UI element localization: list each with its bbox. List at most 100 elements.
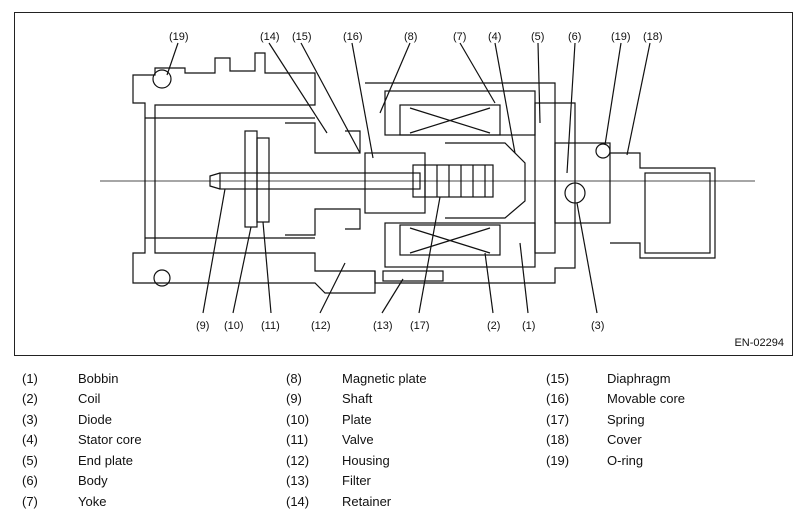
- connector: [644, 172, 711, 254]
- legend-label: Shaft: [342, 391, 373, 407]
- callout-top-2: (14): [260, 31, 280, 43]
- legend-number: (11): [286, 432, 309, 448]
- legend-number: (6): [22, 473, 38, 489]
- legend-column-2: (8) Magnetic plate (9) Shaft (10) Plate (11…: [286, 368, 427, 512]
- legend-number: (4): [22, 432, 38, 448]
- legend-item: (1) Bobbin: [22, 368, 142, 389]
- magnetic-plate-upper: [384, 90, 536, 136]
- legend-label: Magnetic plate: [342, 370, 427, 386]
- retainer: [285, 122, 361, 154]
- legend-label: Bobbin: [78, 370, 119, 386]
- legend-label: Yoke: [78, 493, 107, 509]
- magnetic-plate-lower: [384, 222, 536, 268]
- legend-number: (8): [286, 370, 302, 386]
- legend-item: (13) Filter: [286, 471, 427, 492]
- valve: [256, 137, 270, 223]
- legend-item: (19) O-ring: [546, 450, 685, 471]
- yoke: [365, 82, 576, 284]
- plate: [244, 130, 258, 228]
- callout-bottom-8: (1): [522, 320, 535, 332]
- callout-top-9: (6): [568, 31, 581, 43]
- legend-column-1: (1) Bobbin (2) Coil (3) Diode (4) Stator cor…: [22, 368, 142, 512]
- callout-bottom-3: (11): [261, 320, 280, 332]
- legend-number: (14): [286, 493, 310, 509]
- spring: [412, 164, 494, 198]
- callout-bottom-1: (9): [196, 320, 209, 332]
- legend-item: (7) Yoke: [22, 491, 142, 512]
- legend-label: End plate: [78, 452, 133, 468]
- callout-bottom-7: (2): [487, 320, 500, 332]
- legend-item: (4) Stator core: [22, 430, 142, 451]
- diagram-frame: (19) (14) (15) (16) (8) (7) (4) (5) (6) …: [14, 12, 793, 356]
- legend-number: (12): [286, 452, 310, 468]
- legend-item: (6) Body: [22, 471, 142, 492]
- legend-item: (18)Cover: [546, 430, 685, 451]
- callout-top-4: (16): [343, 31, 363, 43]
- legend-number: (1): [22, 370, 38, 386]
- legend-label: Plate: [342, 411, 372, 427]
- legend-number: (16): [546, 391, 570, 407]
- o-ring-right: [595, 143, 611, 159]
- callout-bottom-6: (17): [410, 320, 430, 332]
- legend-number: (9): [286, 391, 302, 407]
- callout-top-7: (4): [488, 31, 501, 43]
- diaphragm: [285, 208, 361, 236]
- callout-bottom-2: (10): [224, 320, 244, 332]
- o-ring-left-bottom: [153, 269, 171, 287]
- legend-label: Movable core: [607, 391, 686, 407]
- legend-number: (5): [22, 452, 38, 468]
- filter: [382, 270, 444, 282]
- legend-label: Cover: [607, 432, 642, 448]
- callout-bottom-9: (3): [591, 320, 604, 332]
- legend-label: Coil: [78, 391, 101, 407]
- o-ring-left-top: [152, 69, 172, 89]
- end-plate: [534, 102, 556, 254]
- callout-top-3: (15): [292, 31, 312, 43]
- legend-number: (2): [22, 391, 38, 407]
- legend-item: (12) Housing: [286, 450, 427, 471]
- solenoid-valve-cross-section: (19) (14) (15) (16) (8) (7) (4) (5) (6) …: [100, 31, 755, 332]
- legend-item: (3) Diode: [22, 409, 142, 430]
- coil-upper: [399, 104, 501, 136]
- legend-number: (15): [546, 370, 570, 386]
- legend-item: (17) Spring: [546, 409, 685, 430]
- housing: [132, 52, 376, 294]
- coil-lower: [399, 224, 501, 256]
- legend-number: (13): [286, 473, 310, 489]
- callout-top-8: (5): [531, 31, 544, 43]
- legend-item: (11) Valve: [286, 430, 427, 451]
- shaft: [219, 172, 421, 190]
- legend-number: (7): [22, 493, 38, 509]
- legend-item: (10) Plate: [286, 409, 427, 430]
- legend-label: Valve: [342, 432, 374, 448]
- legend-label: Spring: [607, 411, 645, 427]
- legend-number: (17): [546, 411, 570, 427]
- diode: [564, 182, 586, 204]
- legend-label: Body: [78, 473, 108, 489]
- movable-core: [364, 152, 426, 214]
- legend-item: (2) Coil: [22, 389, 142, 410]
- callout-top-11: (18): [643, 31, 663, 43]
- body: [554, 142, 611, 224]
- callout-top-10: (19): [611, 31, 631, 43]
- legend-number: (19): [546, 452, 570, 468]
- legend-label: Housing: [342, 452, 390, 468]
- legend-item: (9) Shaft: [286, 389, 427, 410]
- figure-reference-code: EN-02294: [734, 337, 784, 349]
- legend-label: O-ring: [607, 452, 644, 468]
- callout-bottom-5: (13): [373, 320, 393, 332]
- legend-label: Diode: [78, 411, 112, 427]
- legend-item: (8) Magnetic plate: [286, 368, 427, 389]
- legend-column-3: (15) Diaphragm (16) Movable core (17) Sprin…: [546, 368, 685, 471]
- legend-label: Retainer: [342, 493, 392, 509]
- legend-item: (15) Diaphragm: [546, 368, 685, 389]
- legend-label: Diaphragm: [607, 370, 671, 386]
- legend-number: (10): [286, 411, 310, 427]
- callout-bottom-4: (12): [311, 320, 331, 332]
- legend-label: Stator core: [78, 432, 142, 448]
- legend-number: (3): [22, 411, 38, 427]
- cover: [610, 152, 716, 259]
- legend-label: Filter: [342, 473, 371, 489]
- stator-core: [445, 142, 526, 219]
- legend-item: (16) Movable core: [546, 389, 685, 410]
